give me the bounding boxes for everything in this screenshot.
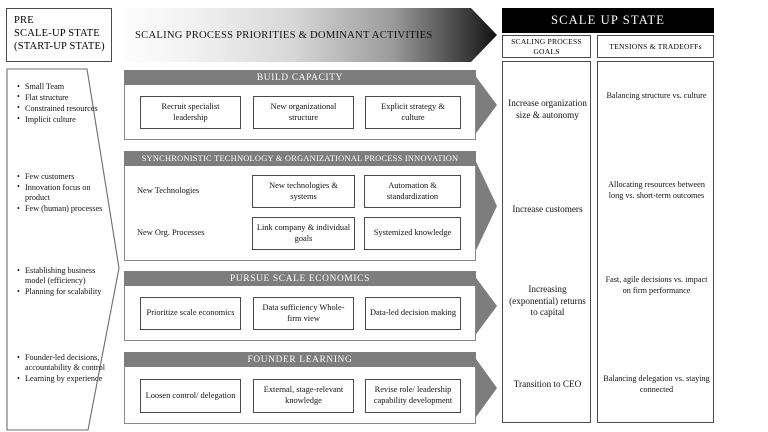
list-item: Few (human) processes xyxy=(17,204,106,215)
activity-cell[interactable]: Explicit strategy & culture xyxy=(365,96,461,129)
activity-cell[interactable]: Data sufficiency Whole-firm view xyxy=(253,297,354,330)
activity-cell[interactable]: Link company & individual goals xyxy=(252,217,355,250)
tension-item: Balancing structure vs. culture xyxy=(606,91,707,100)
band-synchronistic-innovation: SYNCHRONISTIC TECHNOLOGY & ORGANIZATIONA… xyxy=(124,151,497,261)
activity-cell[interactable]: Revise role/ leadership capability devel… xyxy=(365,379,461,413)
band-title: FOUNDER LEARNING xyxy=(124,352,476,367)
goal-item: Increasing (exponential) returns to capi… xyxy=(509,284,586,318)
band-pursue-scale-economics: PURSUE SCALE ECONOMICS Prioritize scale … xyxy=(124,271,497,341)
list-item: Learning by experience xyxy=(17,374,106,385)
pre-state-title-line-1: PRE xyxy=(14,15,34,26)
goal-item: Increase organization size & autonomy xyxy=(508,98,587,120)
scaling-process-banner: SCALING PROCESS PRIORITIES & DOMINANT AC… xyxy=(124,8,497,62)
activity-cell[interactable]: Data-led decision making xyxy=(365,297,461,330)
pre-state-title-line-2: SCALE-UP STATE xyxy=(14,28,100,39)
goal-item: Transition to CEO xyxy=(513,379,582,389)
activity-cell[interactable]: New technologies & systems xyxy=(252,175,355,208)
row-label-new-org-processes: New Org. Processes xyxy=(137,228,205,238)
band-title: BUILD CAPACITY xyxy=(124,70,476,85)
activity-cell[interactable]: New organizational structure xyxy=(253,96,354,129)
list-item: Flat structure xyxy=(17,92,106,103)
pre-state-title-line-3: (START-UP STATE) xyxy=(14,41,105,52)
scale-up-state-header: SCALE UP STATE xyxy=(502,8,714,33)
tension-item: Fast, agile decisions vs. impact on firm… xyxy=(605,275,708,295)
band-founder-learning: FOUNDER LEARNING Loosen control/ delegat… xyxy=(124,352,497,424)
band-build-capacity: BUILD CAPACITY Recruit specialist leader… xyxy=(124,70,497,140)
list-item: Establishing business model (efficiency) xyxy=(17,266,106,287)
column-header-scaling-process-goals: SCALING PROCESS GOALS xyxy=(502,35,591,58)
list-item: Small Team xyxy=(17,81,106,92)
pre-scale-up-column: PRE SCALE-UP STATE (START-UP STATE) Smal… xyxy=(6,8,120,431)
hexagon-outline-icon xyxy=(6,68,120,431)
pre-state-bullet-group-1: Small Team Flat structure Constrained re… xyxy=(14,81,106,126)
tensions-panel: Balancing structure vs. culture Allocati… xyxy=(597,61,714,423)
band-title: PURSUE SCALE ECONOMICS xyxy=(124,271,476,286)
activity-cell[interactable]: Prioritize scale economics xyxy=(140,297,241,330)
goals-panel: Increase organization size & autonomy In… xyxy=(502,61,591,423)
activity-cell[interactable]: Loosen control/ delegation xyxy=(140,379,241,413)
pre-scale-up-state-title-box: PRE SCALE-UP STATE (START-UP STATE) xyxy=(6,8,112,62)
row-label-new-technologies: New Technologies xyxy=(137,186,200,196)
list-item: Founder-led decisions, accountability & … xyxy=(17,353,106,374)
activity-cell[interactable]: Systemized knowledge xyxy=(364,217,461,250)
activity-cell[interactable]: Recruit specialist leadership xyxy=(140,96,241,129)
band-title: SYNCHRONISTIC TECHNOLOGY & ORGANIZATIONA… xyxy=(124,151,476,166)
list-item: Innovation focus on product xyxy=(17,182,106,204)
goal-item: Increase customers xyxy=(512,204,583,214)
activity-cell[interactable]: Automation & standardization xyxy=(364,175,461,208)
list-item: Planning for scalability xyxy=(17,287,106,298)
pre-scale-up-characteristics-shape: Small Team Flat structure Constrained re… xyxy=(6,68,124,431)
list-item: Constrained resources xyxy=(17,103,106,114)
list-item: Few customers xyxy=(17,171,106,182)
banner-title: SCALING PROCESS PRIORITIES & DOMINANT AC… xyxy=(135,29,433,41)
scale-up-state-column: SCALE UP STATE SCALING PROCESS GOALS TEN… xyxy=(502,8,762,424)
pre-state-bullet-group-2: Few customers Innovation focus on produc… xyxy=(14,171,106,215)
pre-state-bullet-group-3: Establishing business model (efficiency)… xyxy=(14,266,106,298)
tension-item: Allocating resources between long vs. sh… xyxy=(608,180,705,200)
list-item: Implicit culture xyxy=(17,114,106,125)
activity-cell[interactable]: External, stage-relevant knowledge xyxy=(253,379,354,413)
pre-state-bullet-group-4: Founder-led decisions, accountability & … xyxy=(14,353,106,385)
banner-gradient-arrow-shape xyxy=(124,8,497,62)
tension-item: Balancing delegation vs. staying connect… xyxy=(603,374,710,394)
column-header-tensions-tradeoffs: TENSIONS & TRADEOFFs xyxy=(597,35,714,58)
